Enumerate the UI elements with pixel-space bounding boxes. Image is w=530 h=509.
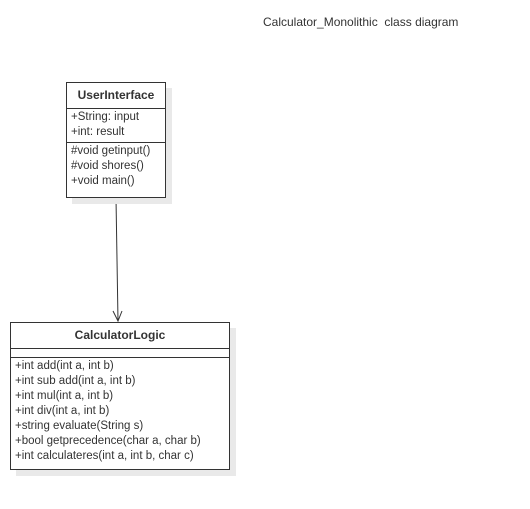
operation-getprecedence: +bool getprecedence(char a, char b) — [15, 435, 201, 447]
attribute-result: +int: result — [71, 126, 125, 138]
operation-evaluate: +string evaluate(String s) — [15, 420, 144, 432]
operation-mul: +int mul(int a, int b) — [15, 390, 114, 402]
diagram-title: Calculator_Monolithic class diagram — [263, 15, 459, 29]
association-line — [115, 197, 119, 322]
operation-add: +int add(int a, int b) — [15, 360, 114, 372]
operations-compartment: #void getinput() #void shores() +void ma… — [67, 143, 165, 190]
operation-calculateres: +int calculateres(int a, int b, char c) — [15, 450, 194, 462]
class-calculator-logic[interactable]: CalculatorLogic +int add(int a, int b) +… — [10, 322, 230, 470]
class-name-calculator-logic: CalculatorLogic — [11, 323, 229, 349]
class-user-interface[interactable]: UserInterface +String: input +int: resul… — [66, 82, 166, 198]
attribute-input: +String: input — [71, 111, 140, 123]
operation-div: +int div(int a, int b) — [15, 405, 110, 417]
attributes-compartment-empty — [11, 349, 229, 358]
attributes-compartment: +String: input +int: result — [67, 109, 165, 143]
operation-getinput: #void getinput() — [71, 145, 151, 157]
arrowhead-open — [112, 310, 123, 323]
class-name-user-interface: UserInterface — [67, 83, 165, 109]
operation-main: +void main() — [71, 175, 135, 187]
operation-shores: #void shores() — [71, 160, 144, 172]
operation-sub: +int sub add(int a, int b) — [15, 375, 136, 387]
operations-compartment: +int add(int a, int b) +int sub add(int … — [11, 358, 229, 465]
